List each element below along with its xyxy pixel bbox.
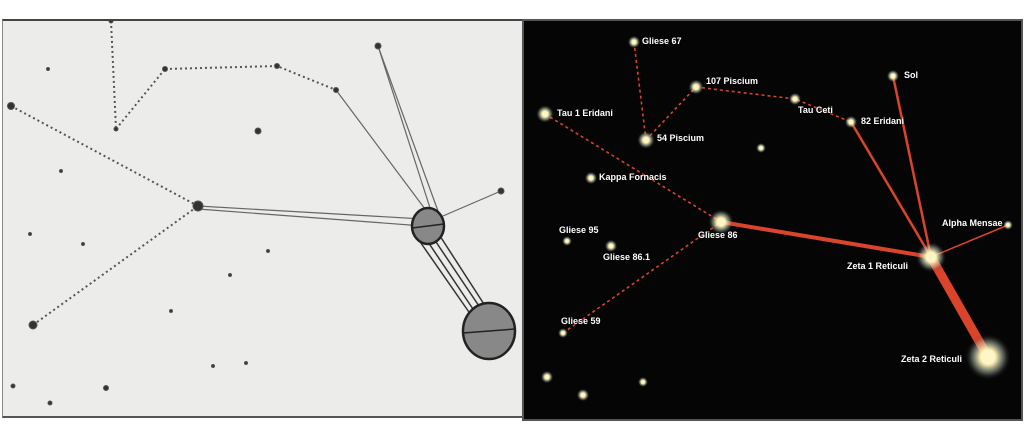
- sketch-tube-line: [431, 235, 486, 316]
- sketch-star-dot: [228, 273, 232, 277]
- star-label: Tau Ceti: [798, 105, 833, 115]
- star-icon: [565, 239, 569, 243]
- map-solid-connection: [849, 120, 933, 259]
- sketch-star-dot: [244, 361, 248, 365]
- sketch-solid-line: [377, 45, 439, 212]
- map-dotted-connection: [633, 41, 647, 141]
- sketch-star-dot: [374, 42, 382, 50]
- sketch-star-dot: [28, 320, 38, 330]
- star-icon: [980, 349, 996, 365]
- sketch-star-dot: [192, 200, 204, 212]
- sketch-star-dot: [81, 242, 85, 246]
- sketch-star-dot: [46, 67, 50, 71]
- star-icon: [759, 146, 763, 150]
- star-icon: [545, 375, 549, 379]
- star-label: Kappa Fornacis: [599, 172, 667, 182]
- sketch-star-dot: [47, 400, 53, 406]
- sketch-star-dot: [103, 385, 109, 391]
- sketch-drawing: [7, 21, 517, 406]
- star-label: Gliese 59: [561, 316, 601, 326]
- star-icon: [632, 40, 636, 44]
- sketch-dotted-line: [115, 68, 166, 130]
- star-icon: [643, 137, 649, 143]
- star-icon: [1006, 223, 1010, 227]
- star-icon: [793, 97, 797, 101]
- sketch-solid-line: [335, 89, 429, 214]
- map-dotted-connection: [544, 113, 722, 223]
- sketch-star-dot: [169, 309, 173, 313]
- sketch-star-dot: [113, 126, 119, 132]
- sketch-panel: [2, 19, 522, 418]
- sketch-sphere-band: [462, 328, 516, 334]
- star-icon: [609, 244, 613, 248]
- sketch-tube-line: [415, 235, 472, 316]
- star-icon: [717, 218, 725, 226]
- star-label: Gliese 86.1: [603, 252, 651, 262]
- star-icon: [641, 380, 645, 384]
- star-label: Alpha Mensae: [942, 218, 1003, 228]
- sketch-tube-line: [439, 235, 492, 316]
- sketch-star-dot: [274, 63, 280, 69]
- map-solid-connection: [719, 220, 933, 259]
- star-label: Zeta 1 Reticuli: [847, 261, 909, 271]
- star-label: Zeta 2 Reticuli: [901, 354, 963, 364]
- sketch-solid-line: [377, 45, 432, 212]
- sketch-solid-line: [442, 190, 502, 217]
- star-icon: [542, 111, 548, 117]
- map-solid-connection: [891, 74, 933, 259]
- star-icon: [589, 176, 593, 180]
- sketch-dotted-line: [164, 64, 337, 91]
- map-dotted-connection: [645, 86, 697, 141]
- sketch-star-dot: [162, 66, 168, 72]
- star-label: Gliese 95: [559, 225, 599, 235]
- star-icon: [561, 331, 565, 335]
- sketch-star-dot: [266, 249, 270, 253]
- sketch-star-dot: [28, 232, 32, 236]
- star-icon: [926, 252, 936, 262]
- star-label: 107 Piscium: [706, 76, 759, 86]
- sketch-star-dot: [7, 102, 15, 110]
- sketch-star-dot: [497, 187, 505, 195]
- star-icon: [849, 120, 853, 124]
- sketch-star-dot: [108, 21, 114, 24]
- sketch-dotted-line: [10, 105, 199, 207]
- star-label: Tau 1 Eridani: [557, 108, 613, 118]
- sketch-tube-line: [423, 235, 478, 316]
- map-dotted-connection: [695, 86, 852, 123]
- star-label: Sol: [904, 70, 919, 80]
- sketch-star-dot: [333, 87, 339, 93]
- star-icon: [891, 74, 895, 78]
- sketch-star-dot: [10, 383, 16, 389]
- map-dotted-connection: [562, 221, 722, 334]
- star-icon: [581, 393, 585, 397]
- sketch-sphere-band: [411, 223, 445, 229]
- star-label: 82 Eridani: [861, 116, 905, 126]
- star-map-drawing: [535, 35, 1014, 402]
- star-label: Gliese 86: [698, 230, 738, 240]
- sketch-dotted-line: [110, 21, 117, 130]
- sketch-dotted-line: [32, 205, 199, 326]
- sketch-star-dot: [59, 169, 63, 173]
- star-label: 54 Piscium: [657, 133, 705, 143]
- sketch-solid-line: [197, 205, 424, 220]
- sketch-star-dot: [211, 364, 215, 368]
- sketch-star-dot: [254, 127, 262, 135]
- star-icon: [693, 84, 699, 90]
- sketch-solid-line: [197, 208, 424, 227]
- star-label: Gliese 67: [642, 36, 682, 46]
